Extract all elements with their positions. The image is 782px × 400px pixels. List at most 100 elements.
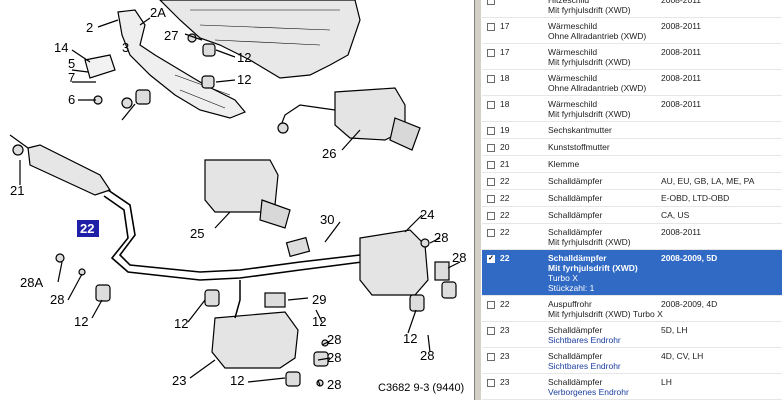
part-description: Schalldämpfer [548, 193, 603, 203]
callout-12: 12 [237, 72, 251, 87]
part-years-market: 2008-2011 [661, 73, 702, 83]
part-description: Sechskantmutter [548, 125, 612, 135]
row-checkbox[interactable] [487, 178, 495, 186]
part-description: Wärmeschild [548, 73, 598, 83]
part-position: 17 [500, 21, 510, 31]
part-position: 23 [500, 377, 510, 387]
part-position: 21 [500, 159, 510, 169]
callout-2: 2 [86, 20, 93, 35]
pane-splitter[interactable] [474, 0, 482, 400]
part-position: 22 [500, 210, 510, 220]
part-years-market: AU, EU, GB, LA, ME, PA [661, 176, 755, 186]
part-description-line3: Turbo X [548, 273, 578, 283]
exhaust-system-drawing: 2 2A 14 5 7 3 6 27 12 12 26 21 22 25 24 … [9, 0, 466, 394]
callout-21: 21 [10, 183, 24, 198]
part-years-market: 4D, CV, LH [661, 351, 704, 361]
heat-shield [159, 0, 361, 79]
row-checkbox[interactable] [487, 301, 495, 309]
part-position: 22 [500, 227, 510, 237]
callout-3: 3 [122, 40, 129, 55]
part-description: Wärmeschild [548, 99, 598, 109]
exploded-parts-diagram: 2 2A 14 5 7 3 6 27 12 12 26 21 22 25 24 … [9, 0, 467, 394]
callout-22-highlight[interactable] [77, 220, 99, 237]
part-description: Klemme [548, 159, 580, 169]
row-checkbox[interactable] [487, 23, 495, 31]
rear-muffler-lower [211, 311, 299, 369]
part-description-line2: Sichtbares Endrohr [548, 335, 621, 345]
callout-28: 28 [327, 332, 341, 347]
part-description: Schalldämpfer [548, 227, 603, 237]
part-quantity: Stückzahl: 1 [548, 283, 595, 293]
part-description: Auspuffrohr [548, 299, 592, 309]
row-checkbox[interactable] [487, 327, 495, 335]
row-checkbox[interactable] [487, 49, 495, 57]
row-checkbox[interactable] [487, 101, 495, 109]
part-years-market: CA, US [661, 210, 690, 220]
part-description-line2: Ohne Allradantrieb (XWD) [548, 31, 647, 41]
part-years-market: 2008-2011 [661, 47, 702, 57]
part-description: Schalldämpfer [548, 210, 603, 220]
callout-6: 6 [68, 92, 75, 107]
part-description-line2: Mit fyrhjulsdrift (XWD) [548, 5, 631, 15]
callout-12: 12 [312, 314, 326, 329]
part-years-market: 2008-2011 [661, 99, 702, 109]
row-checkbox[interactable] [487, 75, 495, 83]
callout-5: 5 [68, 56, 75, 71]
callout-23: 23 [172, 373, 186, 388]
row-checkbox[interactable] [487, 144, 495, 152]
row-checkbox[interactable] [487, 161, 495, 169]
row-checkbox[interactable] [487, 127, 495, 135]
catalytic-converter [117, 9, 246, 119]
callout-7: 7 [68, 70, 75, 85]
part-description: Wärmeschild [548, 21, 598, 31]
row-checkbox[interactable] [487, 212, 495, 220]
part-position: 22 [500, 193, 510, 203]
part-position: 22 [500, 176, 510, 186]
part-years-market: 2008-2011 [661, 227, 702, 237]
callout-30: 30 [320, 212, 334, 227]
row-checkbox[interactable] [487, 229, 495, 237]
callout-12: 12 [174, 316, 188, 331]
part-description-line2: Mit fyrhjulsdrift (XWD) [548, 263, 638, 273]
row-checkbox[interactable] [487, 0, 495, 5]
part-position: 18 [500, 99, 510, 109]
part-description-line2: Ohne Allradantrieb (XWD) [548, 83, 647, 93]
part-description: Schalldämpfer [548, 351, 603, 361]
part-position: 22 [500, 299, 510, 309]
callout-28: 28 [327, 350, 341, 365]
callout-28: 28 [434, 230, 448, 245]
callout-28: 28 [452, 250, 466, 265]
row-checkbox[interactable] [487, 379, 495, 387]
parts-row[interactable]: 22 Schalldämpfer CA, US [482, 207, 782, 224]
callout-25: 25 [190, 226, 204, 241]
part-position: 17 [500, 47, 510, 57]
parts-row[interactable]: 21 Klemme [482, 156, 782, 173]
row-checkbox[interactable] [487, 353, 495, 361]
part-description-line2: Verborgenes Endrohr [548, 387, 629, 397]
callout-24: 24 [420, 207, 434, 222]
row-checkbox[interactable]: ✓ [487, 255, 495, 263]
part-description-line2: Mit fyrhjulsdrift (XWD) [548, 109, 631, 119]
part-description: Schalldämpfer [548, 253, 607, 263]
part-position: 23 [500, 351, 510, 361]
part-description: Schalldämpfer [548, 377, 603, 387]
callout-22[interactable]: 22 [80, 221, 94, 236]
row-checkbox[interactable] [487, 195, 495, 203]
part-years-market: 2008-2009, 4D [661, 299, 718, 309]
part-description: Wärmeschild [548, 47, 598, 57]
